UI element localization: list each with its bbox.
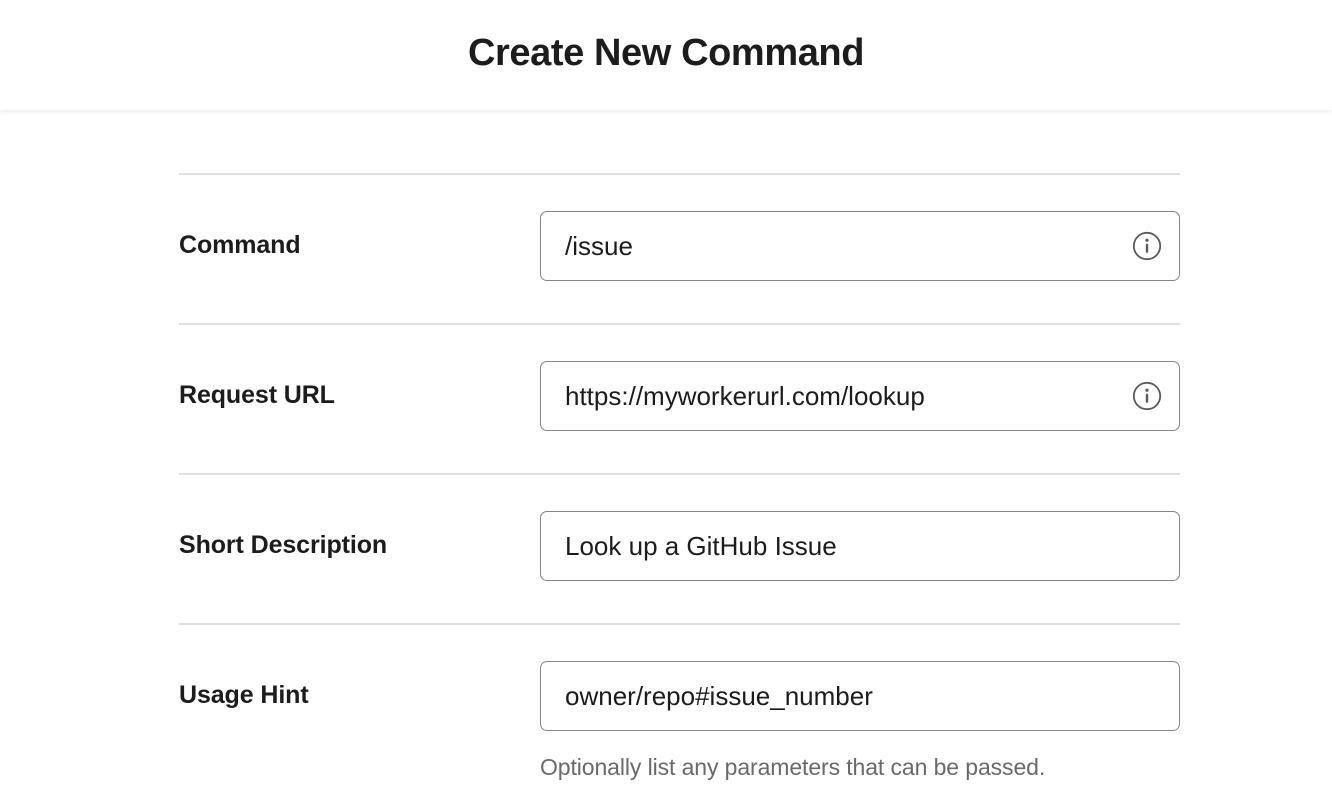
label-usage-hint: Usage Hint bbox=[179, 681, 309, 709]
short-description-input-wrap bbox=[540, 511, 1180, 581]
label-command: Command bbox=[179, 231, 301, 259]
command-form: Command bbox=[0, 110, 1332, 810]
form-row-request-url: Request URL bbox=[179, 325, 1180, 473]
divider bbox=[179, 623, 1180, 625]
label-short-description: Short Description bbox=[179, 531, 388, 559]
form-row-usage-hint: Usage Hint Optionally list any parameter… bbox=[179, 625, 1180, 782]
request-url-input[interactable] bbox=[540, 361, 1180, 431]
short-description-input[interactable] bbox=[540, 511, 1180, 581]
form-row-command: Command bbox=[179, 175, 1180, 323]
form-row-short-description: Short Description bbox=[179, 475, 1180, 623]
page-header: Create New Command bbox=[0, 0, 1332, 110]
divider bbox=[179, 323, 1180, 325]
request-url-input-wrap bbox=[540, 361, 1180, 431]
command-input[interactable] bbox=[540, 211, 1180, 281]
usage-hint-help-text: Optionally list any parameters that can … bbox=[540, 754, 1046, 780]
divider bbox=[179, 173, 1180, 175]
info-circle-icon[interactable] bbox=[1132, 381, 1162, 411]
usage-hint-input[interactable] bbox=[540, 661, 1180, 731]
divider bbox=[179, 473, 1180, 475]
usage-hint-input-wrap bbox=[540, 661, 1180, 731]
info-circle-icon[interactable] bbox=[1132, 231, 1162, 261]
label-request-url: Request URL bbox=[179, 381, 335, 409]
command-input-wrap bbox=[540, 211, 1180, 281]
page-title: Create New Command bbox=[467, 32, 865, 74]
